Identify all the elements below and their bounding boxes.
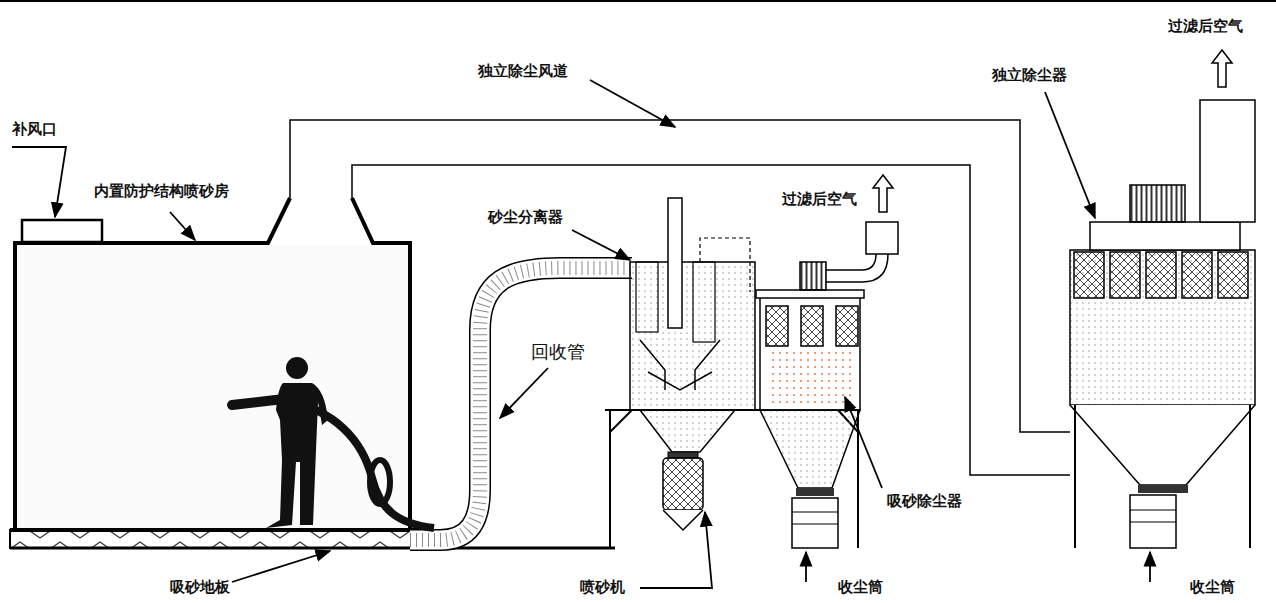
suction-dust-collector [766, 306, 788, 346]
leader-line [170, 212, 195, 240]
suction-dust-collector [800, 262, 826, 290]
callout-label: 内置防护结构喷砂房 [94, 182, 229, 200]
top-border [0, 1, 1276, 2]
leader-line [12, 80, 1150, 588]
operator-figure [286, 357, 308, 379]
machine-frame [605, 410, 860, 548]
machine-frame [610, 410, 632, 432]
suction-dust-collector [756, 222, 898, 548]
independent-dust-collector [1182, 252, 1212, 298]
suction-dust-collector [866, 222, 898, 254]
callout-label: 过滤后空气 [782, 190, 857, 208]
independent-dust-collector [1070, 100, 1255, 548]
operator-figure [290, 402, 434, 528]
air-inlet [22, 220, 102, 242]
operator-figure [232, 398, 292, 405]
suction-dust-collector [768, 352, 854, 408]
sand-dust-separator [630, 262, 755, 410]
independent-dust-collector [1138, 485, 1188, 493]
independent-dust-collector [1070, 405, 1255, 485]
callout-label: 独立除尘器 [992, 66, 1067, 84]
independent-dust-collector [1090, 222, 1240, 250]
leader-line [232, 551, 330, 582]
recovery-pipe [410, 268, 632, 540]
callout-label: 吸砂地板 [170, 578, 230, 596]
leader-line [1045, 92, 1095, 218]
sand-dust-separator [668, 198, 682, 328]
blast-room [15, 198, 410, 530]
air-out-arrow [873, 50, 1232, 212]
suction-dust-collector [836, 306, 858, 346]
callout-label: 收尘筒 [838, 578, 883, 596]
ground-line [10, 547, 615, 550]
suction-floor [10, 530, 430, 548]
suction-floor [10, 530, 430, 548]
blasting-pot [663, 458, 703, 510]
sand-dust-separator [693, 262, 715, 342]
suction-dust-collector [756, 290, 864, 298]
leader-line [572, 230, 630, 260]
independent-dust-collector [1249, 405, 1251, 548]
independent-dust-collector [1146, 252, 1176, 298]
blasting-pot [668, 452, 698, 458]
air-out-arrow [873, 175, 893, 212]
leader-line [590, 80, 675, 127]
suction-dust-collector [792, 498, 838, 548]
leader-line [640, 512, 712, 588]
independent-dust-collector [1130, 510, 1176, 522]
blast-room [352, 198, 410, 530]
sand-dust-separator [630, 198, 755, 410]
blasting-pot [663, 510, 703, 530]
independent-dust-collector [1074, 252, 1104, 298]
leader-line [500, 368, 548, 418]
callout-label: 过滤后空气 [1168, 17, 1243, 35]
recovery-pipe [410, 268, 632, 540]
suction-dust-collector [801, 306, 823, 346]
suction-dust-collector [826, 254, 888, 282]
blast-room [17, 245, 408, 530]
top-border [0, 0, 1276, 2]
independent-dust-collector [1130, 495, 1176, 548]
callout-label: 补风口 [12, 120, 57, 138]
air-out-arrow [1212, 50, 1232, 87]
sand-dust-separator [700, 238, 750, 292]
leader-line [845, 397, 882, 488]
leader-line [12, 147, 66, 217]
independent-dust-collector [1130, 185, 1185, 222]
callout-label: 独立除尘风道 [478, 62, 568, 80]
sand-dust-separator [636, 262, 658, 332]
sand-dust-separator [640, 340, 720, 390]
blast-room [15, 198, 290, 530]
callout-label: 收尘筒 [1190, 578, 1235, 596]
callout-label: 回收管 [531, 341, 585, 363]
independent-dust-collector [1218, 252, 1248, 298]
ground-line [10, 548, 615, 549]
blasting-pot [640, 410, 735, 452]
independent-dust-collector [1200, 100, 1255, 222]
recovery-pipe [410, 268, 632, 540]
recovery-pipe [410, 268, 632, 540]
suction-dust-collector [796, 488, 834, 496]
dust-duct [352, 165, 1070, 475]
independent-dust-collector [1074, 405, 1076, 548]
leader-line [805, 552, 807, 582]
operator-figure [370, 460, 390, 504]
callout-label: 吸砂除尘器 [887, 492, 962, 510]
independent-dust-collector [1070, 250, 1255, 405]
operator-figure [232, 357, 434, 528]
suction-dust-collector [792, 512, 838, 524]
leader-line [1149, 552, 1151, 582]
callout-label: 砂尘分离器 [488, 208, 563, 226]
blasting-pot [640, 410, 735, 530]
suction-dust-collector [760, 410, 860, 488]
suction-dust-collector [760, 297, 860, 410]
suction-floor [10, 528, 430, 532]
callout-label: 喷砂机 [580, 578, 625, 596]
independent-dust-collector [1110, 252, 1140, 298]
air-inlet [22, 220, 102, 242]
